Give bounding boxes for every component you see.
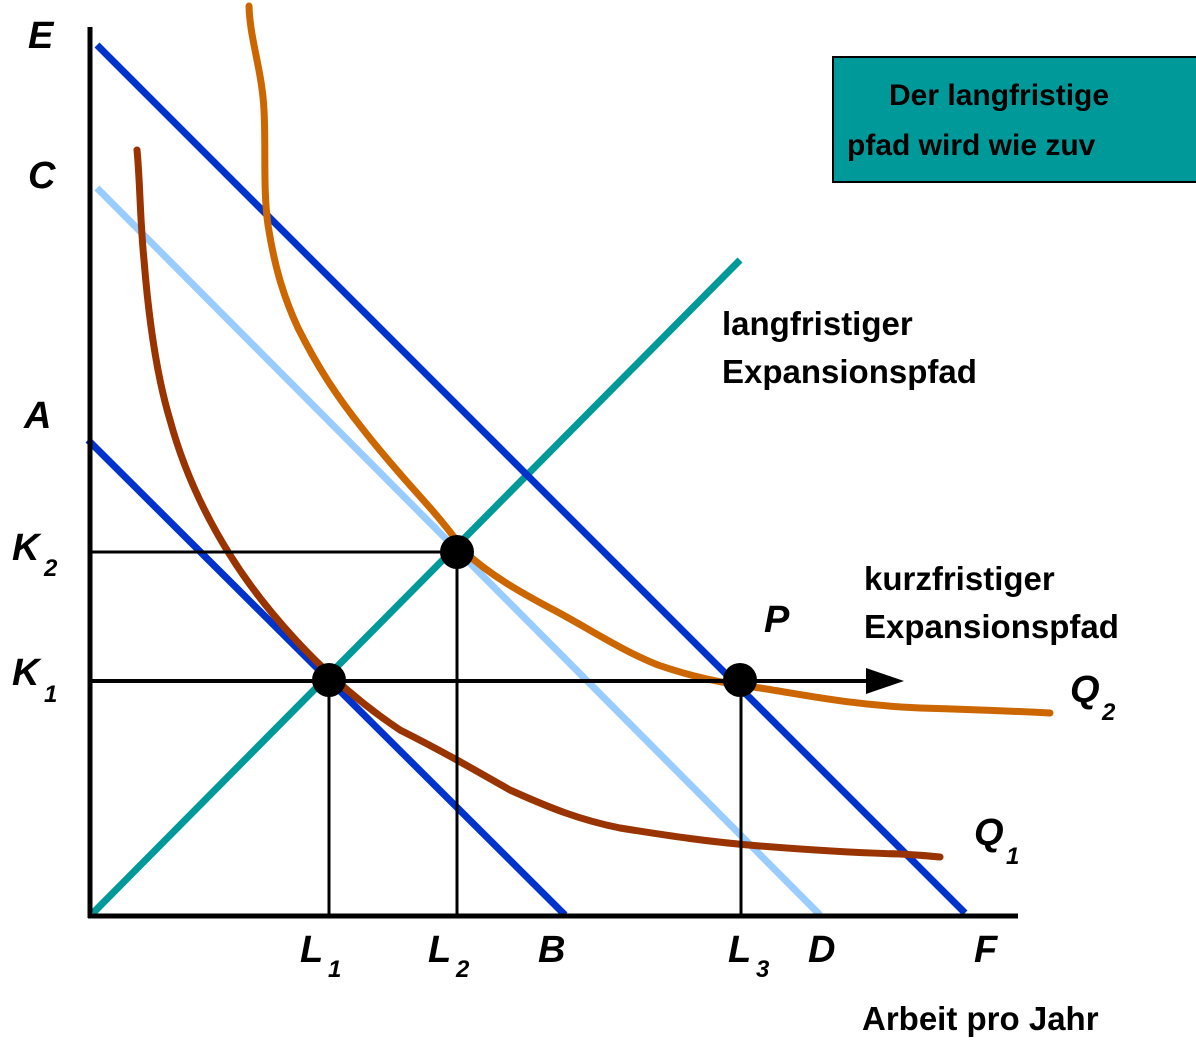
label-l2: L [428,929,451,971]
label-q2-sub: 2 [1101,699,1116,726]
short-run-label-line-2: Expansionspfad [864,608,1119,645]
label-l2-sub: 2 [455,956,470,983]
isoquant-q1 [133,146,944,861]
label-k2-sub: 2 [43,555,58,582]
label-l3-sub: 3 [756,956,770,983]
long-run-label-line-1: langfristiger [722,305,913,342]
label-p: P [764,599,790,641]
note-box [832,56,1196,183]
label-b: B [538,929,565,971]
label-l3: L [728,929,751,971]
label-e: E [28,15,55,57]
short-run-label-line-1: kurzfristiger [864,560,1055,597]
label-q1: Q [974,812,1004,854]
x-axis-title: Arbeit pro Jahr [862,1000,1099,1037]
label-k2: K [12,527,42,569]
point-p [723,663,757,697]
label-k1: K [12,652,42,694]
label-k1-sub: 1 [44,681,57,708]
long-run-expansion-path [90,257,743,916]
label-f: F [974,929,999,971]
label-c: C [28,155,56,197]
point-l2-k2 [440,535,474,569]
long-run-label-line-2: Expansionspfad [722,353,977,390]
label-d: D [808,929,835,971]
label-a: A [23,395,51,437]
label-q1-sub: 1 [1006,843,1019,870]
point-l1-k1 [312,663,346,697]
label-l1: L [300,929,323,971]
label-q2: Q [1070,669,1100,711]
note-line-2: pfad wird wie zuv [847,129,1096,162]
label-l1-sub: 1 [328,956,341,983]
isocost-line-ef [94,42,968,916]
note-line-1: Der langfristige [889,79,1109,112]
short-run-arrowhead [866,668,904,694]
